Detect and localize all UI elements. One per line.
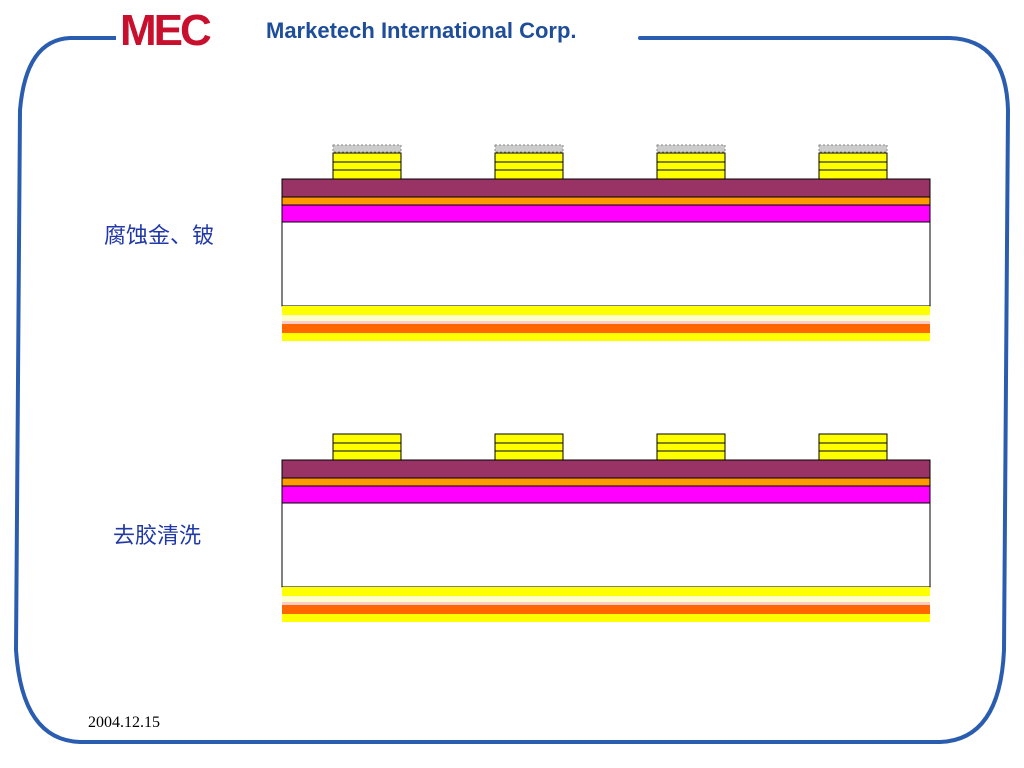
back-pink-layer: [282, 602, 930, 605]
photoresist-residue: [332, 144, 402, 153]
substrate: [281, 502, 931, 588]
back-yellow-layer: [282, 306, 930, 315]
metal-pad-layer: [332, 450, 402, 461]
photoresist-residue: [818, 144, 888, 153]
back-pale-layer: [282, 596, 930, 602]
back-bottom-layer: [282, 333, 930, 341]
metal-pad-layer: [818, 442, 888, 452]
metal-pad-layer: [332, 433, 402, 444]
company-name: Marketech International Corp.: [262, 17, 583, 45]
top-dielectric-layer: [281, 459, 931, 479]
company-logo: MEC: [116, 6, 213, 55]
back-orange-layer: [282, 324, 930, 333]
metal-pad-layer: [656, 442, 726, 452]
metal-pad-layer: [494, 433, 564, 444]
orange-layer: [281, 477, 931, 487]
metal-pad-layer: [656, 450, 726, 461]
metal-pad-layer: [818, 450, 888, 461]
back-bottom-layer: [282, 614, 930, 622]
step-label-etch: 腐蚀金、铍: [104, 224, 215, 249]
metal-pad-layer: [656, 433, 726, 444]
back-yellow-layer: [282, 587, 930, 596]
logo-text: MEC: [120, 6, 212, 55]
step-label-strip: 去胶清洗: [113, 524, 202, 549]
metal-pad-layer: [494, 450, 564, 461]
back-pale-layer: [282, 315, 930, 321]
metal-pad-layer: [818, 433, 888, 444]
date-footer: 2004.12.15: [88, 714, 160, 731]
photoresist-residue: [656, 144, 726, 153]
substrate: [281, 221, 931, 307]
back-pink-layer: [282, 321, 930, 324]
back-orange-layer: [282, 605, 930, 614]
photoresist-residue: [494, 144, 564, 153]
metal-pad-layer: [332, 442, 402, 452]
magenta-layer: [281, 485, 931, 504]
metal-pad-layer: [494, 442, 564, 452]
